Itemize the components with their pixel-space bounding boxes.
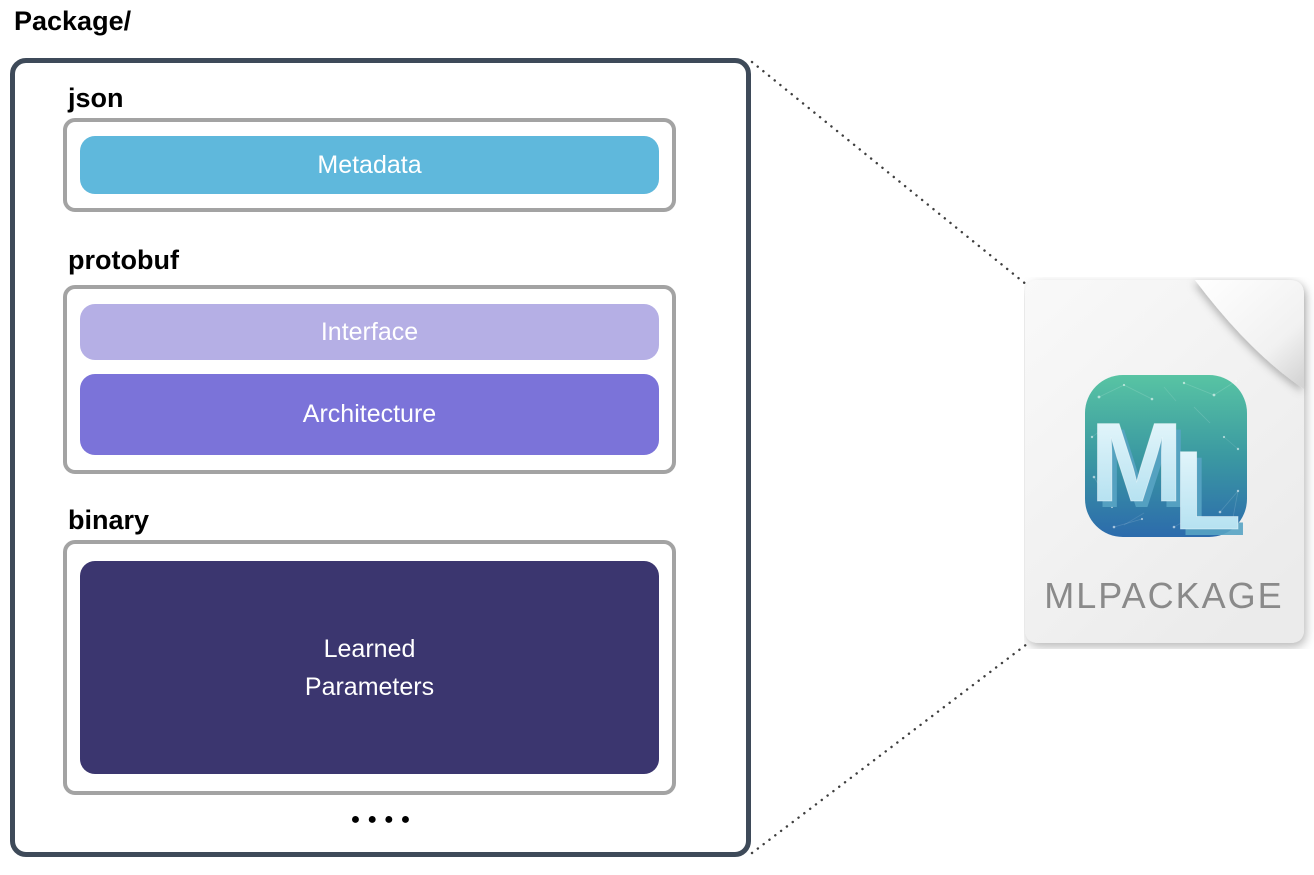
svg-text:M: M — [1090, 400, 1183, 525]
item-learned-parameters-line1: Learned — [323, 634, 416, 663]
item-architecture-label: Architecture — [302, 400, 437, 428]
folded-corner — [1195, 280, 1304, 389]
dotted-connector-top — [750, 60, 1029, 287]
item-metadata-label: Metadata — [317, 150, 422, 179]
svg-text:M: M — [1095, 406, 1188, 531]
file-type-caption: MLPACKAGE — [1044, 575, 1283, 616]
dotted-connector-bottom — [750, 642, 1029, 855]
section-label-json: json — [68, 83, 124, 113]
item-learned-parameters: Learned Parameters — [80, 561, 659, 774]
more-files-ellipsis: ●●●● — [350, 811, 418, 828]
section-box-json: Metadata — [63, 118, 676, 212]
package-container: json Metadata protobuf Interface Archite… — [10, 58, 751, 857]
item-metadata: Metadata — [80, 136, 659, 194]
svg-text:L: L — [1173, 428, 1241, 553]
ml-logo-letters: M L M L — [1090, 400, 1247, 559]
item-learned-parameters-line2: Parameters — [304, 672, 435, 701]
svg-text:L: L — [1178, 434, 1246, 559]
section-box-protobuf: Interface Architecture — [63, 285, 676, 474]
section-label-protobuf: protobuf — [68, 245, 179, 275]
item-architecture: Architecture — [80, 374, 659, 455]
section-label-binary: binary — [68, 505, 150, 535]
mlpackage-file-icon: M L M L MLPACKAGE — [1024, 277, 1314, 649]
item-interface: Interface — [80, 304, 659, 360]
section-box-binary: Learned Parameters — [63, 540, 676, 795]
coreml-logo: M L M L — [1085, 375, 1247, 559]
ml-logo-constellation — [1090, 379, 1240, 529]
page-title: Package/ — [14, 6, 132, 36]
item-interface-label: Interface — [320, 317, 419, 346]
